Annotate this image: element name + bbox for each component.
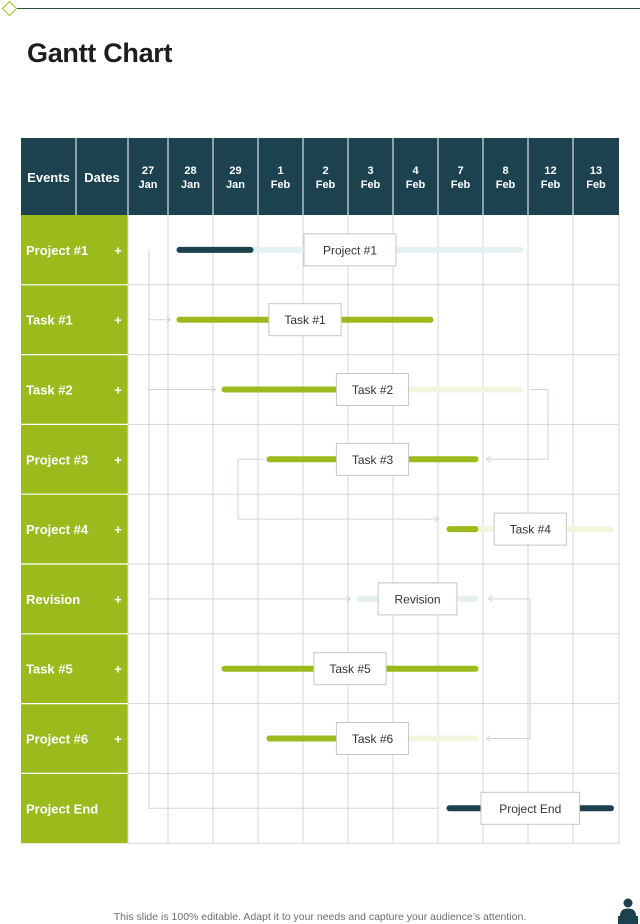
connector-arrow-revision (346, 595, 352, 603)
header-month-6: Feb (406, 179, 426, 191)
header-month-0: Jan (139, 179, 158, 191)
row-plus-7: + (114, 732, 122, 747)
connector-revision-task6 (486, 598, 531, 739)
bar-label-5: Revision (394, 592, 440, 606)
header-month-2: Jan (226, 179, 245, 191)
bar-label-4: Task #4 (510, 523, 552, 537)
header-month-1: Jan (181, 179, 200, 191)
bar-label-6: Task #5 (329, 662, 371, 676)
header-month-9: Feb (541, 179, 561, 191)
header-day-6: 4 (412, 165, 419, 177)
presenter-icon (618, 898, 638, 924)
header-month-7: Feb (451, 179, 471, 191)
header-month-8: Feb (496, 179, 516, 191)
gantt-bar-progress-2 (221, 386, 344, 393)
row-label-6: Task #5 (26, 662, 73, 677)
row-plus-2: + (114, 383, 122, 398)
bar-label-box-5 (377, 582, 458, 616)
bar-label-1: Task #1 (284, 313, 326, 327)
bar-label-box-0 (303, 233, 397, 267)
header-day-3: 1 (277, 165, 283, 177)
row-plus-4: + (114, 522, 122, 537)
header-month-3: Feb (271, 179, 291, 191)
header-day-0: 27 (142, 165, 154, 177)
connector-arrow-task3 (485, 455, 491, 463)
header-day-10: 13 (590, 165, 602, 177)
page-title: Gantt Chart (27, 38, 173, 68)
header-month-4: Feb (316, 179, 336, 191)
bar-label-box-3 (335, 442, 410, 476)
header-day-5: 3 (367, 165, 373, 177)
connector-arrow-task2 (211, 386, 217, 393)
bar-label-box-6 (313, 652, 387, 686)
row-plus-0: + (114, 243, 122, 258)
connector-task2-task3 (486, 389, 549, 460)
row-label-3: Project #3 (26, 452, 88, 467)
header-month-5: Feb (361, 179, 381, 191)
row-label-0: Project #1 (26, 243, 88, 258)
connector-arrow-task1 (166, 316, 172, 324)
gantt-bar-progress-4 (446, 526, 479, 533)
row-plus-3: + (114, 452, 122, 467)
row-label-8: Project End (26, 801, 98, 816)
row-label-2: Task #2 (26, 383, 73, 398)
bar-label-box-2 (335, 373, 410, 406)
bar-label-3: Task #3 (352, 453, 394, 467)
connector-arrow-task6 (485, 735, 491, 742)
header-day-8: 8 (502, 165, 508, 177)
header-band (21, 138, 619, 215)
row-label-5: Revision (26, 592, 80, 607)
bar-label-7: Task #6 (352, 732, 394, 746)
header-month-10: Feb (586, 179, 606, 191)
bar-label-2: Task #2 (352, 383, 394, 397)
connector-task3-task4 (237, 458, 439, 520)
header-day-2: 29 (229, 165, 241, 177)
bar-label-box-1 (268, 303, 342, 337)
top-rule (12, 8, 640, 9)
bar-label-0: Project #1 (323, 243, 377, 257)
connector-spine (148, 249, 439, 809)
header-events: Events (27, 170, 70, 185)
connector-arrow-revision-in (487, 595, 493, 603)
header-dates: Dates (84, 170, 119, 185)
connector-arrow-task4 (434, 515, 440, 523)
header-day-7: 7 (457, 165, 463, 177)
event-label-column (21, 215, 128, 844)
header-day-1: 28 (184, 165, 196, 177)
row-label-7: Project #6 (26, 732, 88, 747)
header-day-4: 2 (322, 165, 328, 177)
footer-note: This slide is 100% editable. Adapt it to… (113, 911, 527, 923)
row-plus-1: + (114, 313, 122, 328)
bar-label-box-4 (493, 512, 567, 546)
header-day-9: 12 (544, 165, 556, 177)
row-plus-5: + (114, 592, 122, 607)
row-label-1: Task #1 (26, 313, 73, 328)
bar-label-box-8 (480, 791, 581, 825)
gantt-bar-progress-0 (176, 246, 254, 253)
row-plus-6: + (114, 662, 122, 677)
bar-label-8: Project End (499, 802, 561, 816)
bar-label-box-7 (335, 722, 410, 755)
row-label-4: Project #4 (26, 522, 89, 537)
